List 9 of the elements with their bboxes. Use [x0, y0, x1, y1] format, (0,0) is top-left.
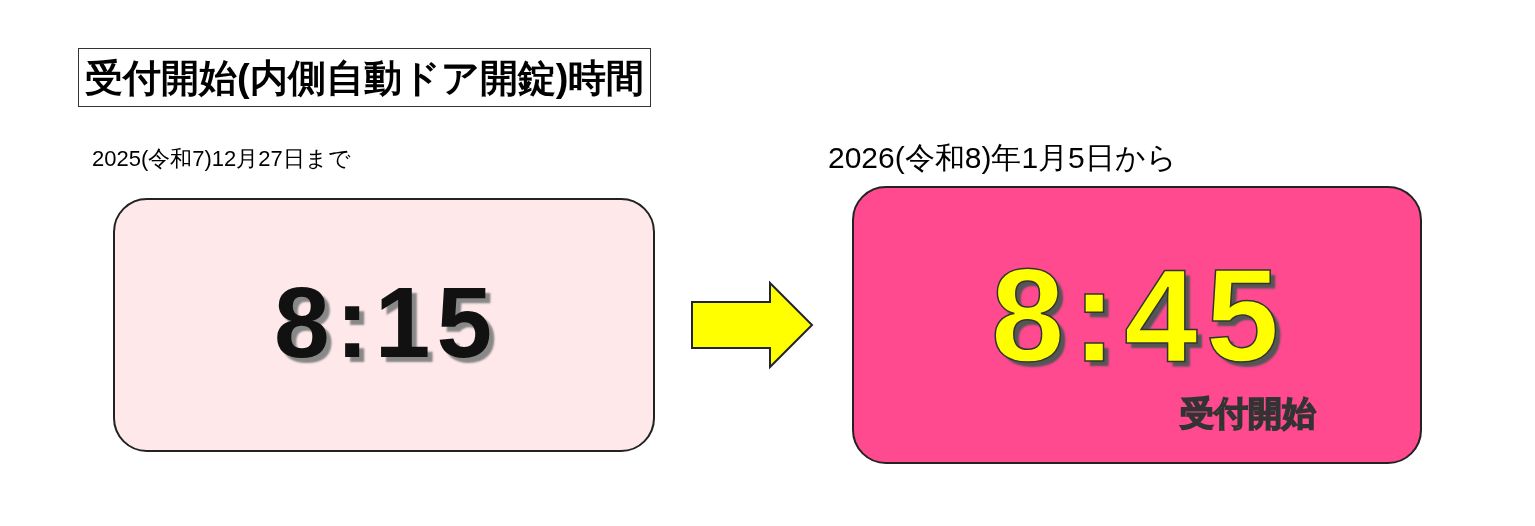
rounded-box [113, 198, 655, 452]
rounded-box [852, 186, 1422, 464]
date-label: 2026(令和8)年1月5日から [828, 140, 1177, 176]
title: 受付開始(内側自動ドア開錠)時間 [78, 48, 652, 107]
date-label: 2025(令和7)12月27日まで [92, 145, 351, 173]
time-text: 8:45 [989, 250, 1289, 382]
arrow [691, 280, 814, 370]
label-text: 受付開始 [1180, 396, 1316, 430]
time-text: 8:15 [272, 272, 500, 372]
